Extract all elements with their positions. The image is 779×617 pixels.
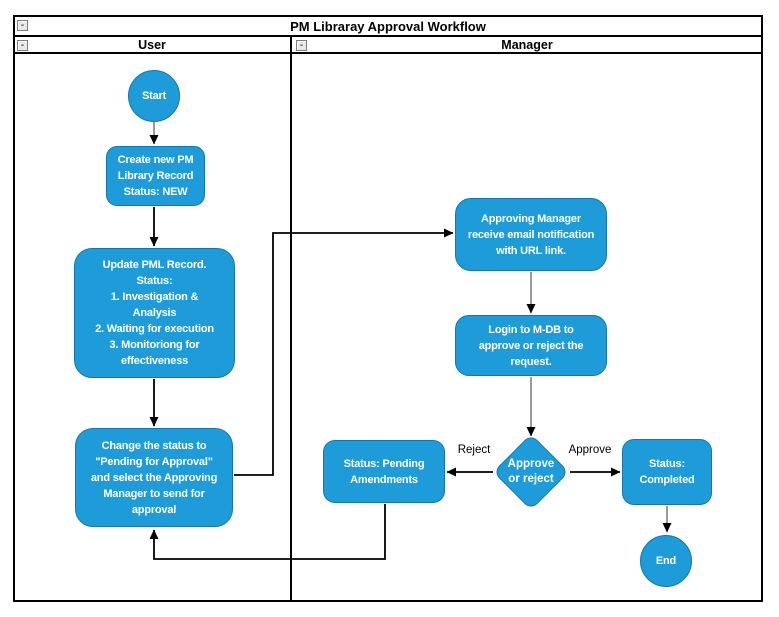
node-update-record[interactable]: Update PML Record. Status: 1. Investigat… bbox=[74, 248, 235, 378]
node-end[interactable]: End bbox=[640, 535, 692, 587]
node-status-pending[interactable]: Status: Pending Amendments bbox=[323, 440, 445, 503]
lane-header-user: User bbox=[138, 38, 166, 52]
lane-header-separator bbox=[13, 52, 763, 54]
collapse-lane-user-icon[interactable]: - bbox=[17, 40, 28, 51]
edge-label-approve: Approve bbox=[568, 444, 612, 456]
edge-label-reject: Reject bbox=[457, 444, 491, 456]
lane-divider bbox=[290, 35, 292, 602]
title-separator bbox=[13, 35, 763, 37]
diagram-title: PM Libraray Approval Workflow bbox=[290, 19, 486, 34]
lane-header-manager: Manager bbox=[501, 38, 553, 52]
node-decision-label: Approve or reject bbox=[507, 458, 555, 485]
swimlane-frame bbox=[13, 15, 763, 602]
node-status-completed[interactable]: Status: Completed bbox=[622, 439, 712, 505]
node-change-status[interactable]: Change the status to "Pending for Approv… bbox=[75, 428, 233, 527]
collapse-lane-manager-icon[interactable]: - bbox=[296, 40, 307, 51]
node-create-record[interactable]: Create new PM Library Record Status: NEW bbox=[106, 146, 205, 206]
node-login-mdb[interactable]: Login to M-DB to approve or reject the r… bbox=[455, 315, 607, 376]
collapse-diagram-icon[interactable]: - bbox=[17, 20, 28, 31]
node-start[interactable]: Start bbox=[128, 70, 180, 122]
node-receive-notification[interactable]: Approving Manager receive email notifica… bbox=[455, 198, 607, 271]
